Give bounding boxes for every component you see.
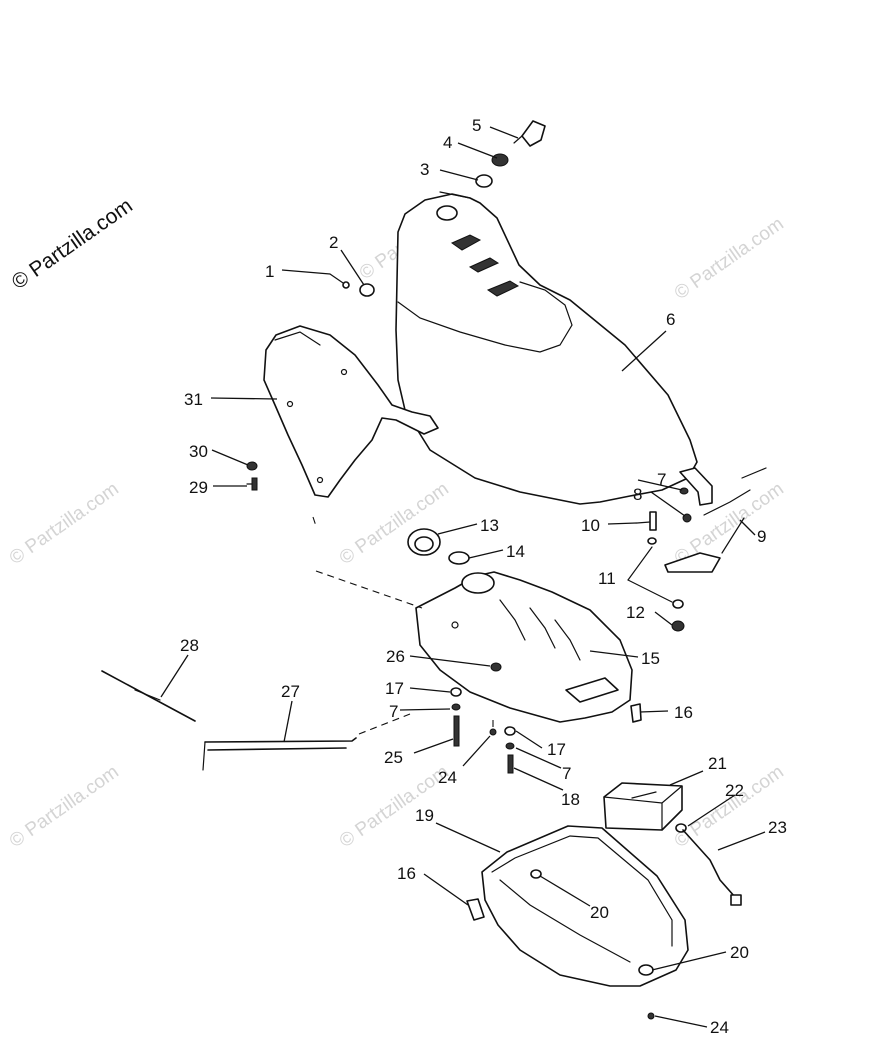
callout-10: 10	[581, 516, 600, 535]
pin-part-24	[489, 728, 655, 1020]
rod-part-28	[101, 670, 196, 722]
watermark: © Partzilla.com	[671, 213, 788, 304]
bracket-part-9	[664, 467, 767, 573]
bolt-part-25	[453, 715, 460, 747]
washer-part-7	[679, 487, 689, 495]
callout-17-tank-right: 17	[547, 740, 566, 759]
washer-part-3	[475, 174, 493, 188]
callout-16: 16	[674, 703, 693, 722]
plug-part-16b	[466, 898, 485, 921]
screw-part-1	[329, 273, 350, 289]
assembly-lines	[312, 516, 494, 735]
callout-22: 22	[725, 781, 744, 800]
callout-26: 26	[386, 647, 405, 666]
nut-part-12	[671, 620, 685, 632]
callout-18: 18	[561, 790, 580, 809]
grommet-part-2	[359, 283, 375, 297]
knob-part-5	[513, 120, 546, 147]
clip-part-26	[490, 662, 502, 672]
callout-6: 6	[666, 310, 675, 329]
callout-27: 27	[281, 682, 300, 701]
rod-part-27	[202, 737, 357, 771]
callout-3: 3	[420, 160, 429, 179]
callout-4: 4	[443, 133, 452, 152]
callout-29: 29	[189, 478, 208, 497]
callout-labels: 1 2 3 4 5 6 7 8 9 10 11 12 13 14 15 16 1…	[180, 116, 787, 1037]
watermark: © Partzilla.com	[671, 761, 788, 852]
callout-25: 25	[384, 748, 403, 767]
callout-9: 9	[757, 527, 766, 546]
washer-part-11	[627, 537, 684, 609]
callout-20-tray: 20	[730, 943, 749, 962]
watermark: © Partzilla.com	[336, 761, 453, 852]
callout-14: 14	[506, 542, 525, 561]
watermark: © Partzilla.com	[336, 478, 453, 569]
washer-part-7b	[451, 703, 515, 750]
callout-7: 7	[657, 470, 666, 489]
callout-19: 19	[415, 806, 434, 825]
callout-13: 13	[480, 516, 499, 535]
washer-part-17	[450, 687, 516, 736]
callout-31: 31	[184, 390, 203, 409]
callout-24: 24	[438, 768, 457, 787]
callout-1: 1	[265, 262, 274, 281]
callout-24-tray: 24	[710, 1018, 729, 1037]
tray-part-19	[481, 825, 689, 987]
callout-7-tank-right: 7	[562, 764, 571, 783]
nut-part-30	[246, 461, 258, 471]
watermark: © Partzilla.com	[6, 761, 123, 852]
callout-7-tank: 7	[389, 702, 398, 721]
bolt-part-18	[507, 754, 514, 774]
leader-lines	[160, 126, 766, 1028]
callout-8: 8	[633, 485, 642, 504]
seat-part-6	[395, 191, 698, 505]
box-part-21	[603, 782, 683, 831]
bracket-part-31	[263, 325, 439, 498]
callout-11: 11	[598, 569, 616, 588]
screw-part-10	[636, 511, 657, 531]
tank-part-15	[415, 571, 633, 723]
callout-30: 30	[189, 442, 208, 461]
bolt-part-29	[246, 477, 258, 491]
callout-12: 12	[626, 603, 645, 622]
ring-part-13	[407, 528, 441, 556]
callout-17: 17	[385, 679, 404, 698]
callout-5: 5	[472, 116, 481, 135]
nut-part-4	[491, 153, 509, 167]
callout-2: 2	[329, 233, 338, 252]
seal-part-14	[448, 551, 470, 565]
callout-15: 15	[641, 649, 660, 668]
callout-16-tray: 16	[397, 864, 416, 883]
watermark: © Partzilla.com	[6, 478, 123, 569]
callout-20: 20	[590, 903, 609, 922]
fitting-part-16	[630, 703, 642, 723]
hose-part-23	[682, 829, 742, 906]
callout-21: 21	[708, 754, 727, 773]
callout-28: 28	[180, 636, 199, 655]
callout-23: 23	[768, 818, 787, 837]
copyright-label: © Partzilla.com	[8, 194, 137, 294]
